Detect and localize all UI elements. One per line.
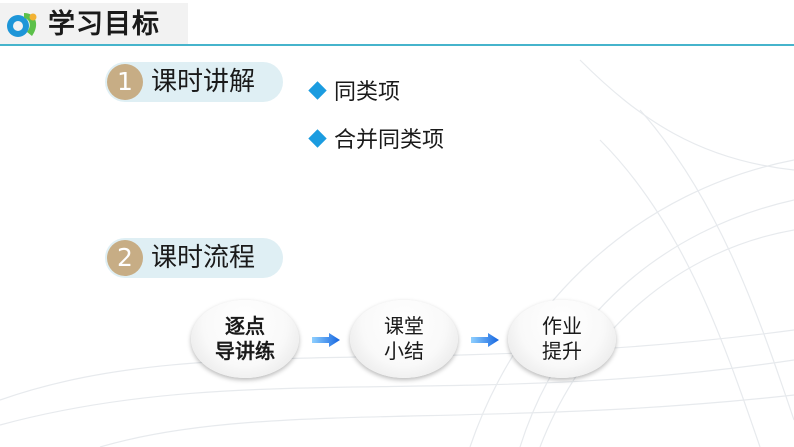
- section-number: 2: [107, 240, 143, 276]
- bullet-item: 同类项: [308, 75, 400, 105]
- section-number: 1: [107, 64, 143, 100]
- page-title: 学习目标: [48, 9, 160, 40]
- arrow-right-icon: [471, 333, 499, 347]
- bullet-item: 合并同类项: [308, 123, 444, 153]
- step-line: 作业: [542, 314, 582, 338]
- step-line: 提升: [542, 339, 582, 363]
- step-line: 课堂: [384, 314, 424, 338]
- logo-swirl-icon: [7, 13, 37, 37]
- header: 学习目标: [0, 0, 794, 50]
- step-line: 小结: [384, 339, 424, 363]
- flow-step-homework[interactable]: 作业 提升: [508, 300, 616, 378]
- arrow-right-icon: [312, 333, 340, 347]
- step-line: 逐点: [225, 314, 265, 338]
- bullet-text: 同类项: [334, 80, 401, 105]
- section-label: 课时讲解: [151, 67, 256, 97]
- flow-step-guided-practice[interactable]: 逐点 导讲练: [191, 300, 299, 378]
- step-line: 导讲练: [215, 339, 275, 363]
- diamond-bullet-icon: [308, 128, 327, 148]
- flow-step-summary[interactable]: 课堂 小结: [350, 300, 458, 378]
- diamond-bullet-icon: [308, 80, 327, 100]
- header-divider: [0, 44, 794, 46]
- bullet-text: 合并同类项: [334, 128, 445, 153]
- section-label: 课时流程: [151, 243, 256, 273]
